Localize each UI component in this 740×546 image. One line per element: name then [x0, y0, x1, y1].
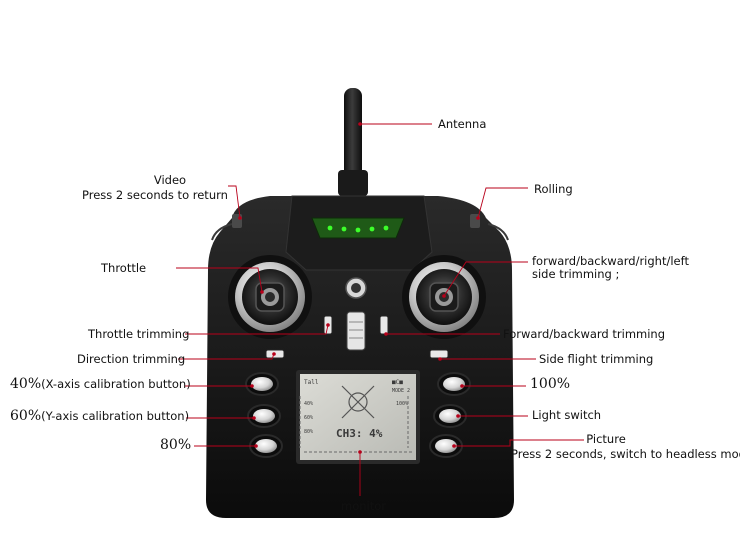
lcd-channel: CH3: 4% [336, 427, 383, 440]
left-stick[interactable] [228, 255, 312, 339]
video-shoulder-button[interactable] [232, 214, 242, 228]
leader-fb-rl [443, 261, 528, 297]
lcd-top-right: ■C■ [392, 379, 403, 386]
label-x-axis-pct: 40% [10, 376, 42, 392]
label-video-title: Video [153, 173, 187, 187]
leader-throttle [176, 267, 263, 293]
label-light-switch: Light switch [532, 408, 602, 422]
antenna-part [338, 88, 368, 196]
label-picture-title: Picture [586, 432, 626, 446]
label-antenna: Antenna [438, 117, 487, 131]
label-y-axis-pct: 60% [10, 408, 42, 424]
side-flight-trim-switch[interactable] [429, 349, 449, 359]
label-100: 100% [530, 376, 571, 392]
label-video-sub: Press 2 seconds to return [82, 188, 228, 202]
light-switch-button[interactable] [433, 404, 467, 428]
led-strip [311, 217, 405, 239]
fb-trim-switch[interactable] [379, 315, 389, 335]
label-throttle: Throttle [101, 261, 147, 275]
button-100[interactable] [437, 372, 471, 396]
label-monitor: monitor [341, 499, 386, 513]
label-y-axis: 60%(Y-axis calibration button) [10, 409, 189, 424]
leader-dots [238, 122, 480, 454]
center-switch[interactable] [345, 277, 367, 351]
button-80[interactable] [249, 434, 283, 458]
label-direction-trimming: Direction trimming [77, 352, 186, 366]
label-x-axis-text: (X-axis calibration button) [41, 377, 191, 391]
label-picture-sub: Press 2 seconds, switch to headless mode [511, 447, 740, 461]
lcd-pct-right: 100% [396, 401, 408, 407]
label-80: 80% [160, 437, 192, 453]
label-trimming-sides-1: forward/backward/right/left [532, 254, 689, 268]
lcd-mode: MODE 2 [392, 388, 410, 394]
leader-throttle-trim [185, 324, 329, 335]
lcd-pct-left-1: 40% [304, 401, 313, 407]
label-fb-trimming: Forward/backward trimming [503, 327, 666, 341]
label-y-axis-text: (Y-axis calibration button) [41, 409, 190, 423]
lcd-pct-left-3: 80% [304, 429, 313, 435]
label-rolling: Rolling [534, 182, 573, 196]
lcd-drone-icon [341, 385, 375, 419]
label-trimming-sides-2: side trimming ; [532, 267, 620, 281]
label-side-flight-trimming: Side flight trimming [539, 352, 654, 366]
lcd-pct-left-2: 60% [304, 415, 313, 421]
y-axis-calibration-button[interactable] [247, 404, 281, 428]
lcd-top-left: Tall [304, 379, 319, 386]
label-throttle-trimming: Throttle trimming [88, 327, 190, 341]
leader-picture [454, 439, 584, 447]
leader-rolling [477, 187, 528, 219]
label-x-axis: 40%(X-axis calibration button) [10, 377, 191, 392]
lcd-monitor: Tall ■C■ MODE 2 40% 60% 80% 100% CH3: 4% [296, 370, 420, 464]
leader-video [228, 185, 241, 219]
x-axis-calibration-button[interactable] [245, 372, 279, 396]
